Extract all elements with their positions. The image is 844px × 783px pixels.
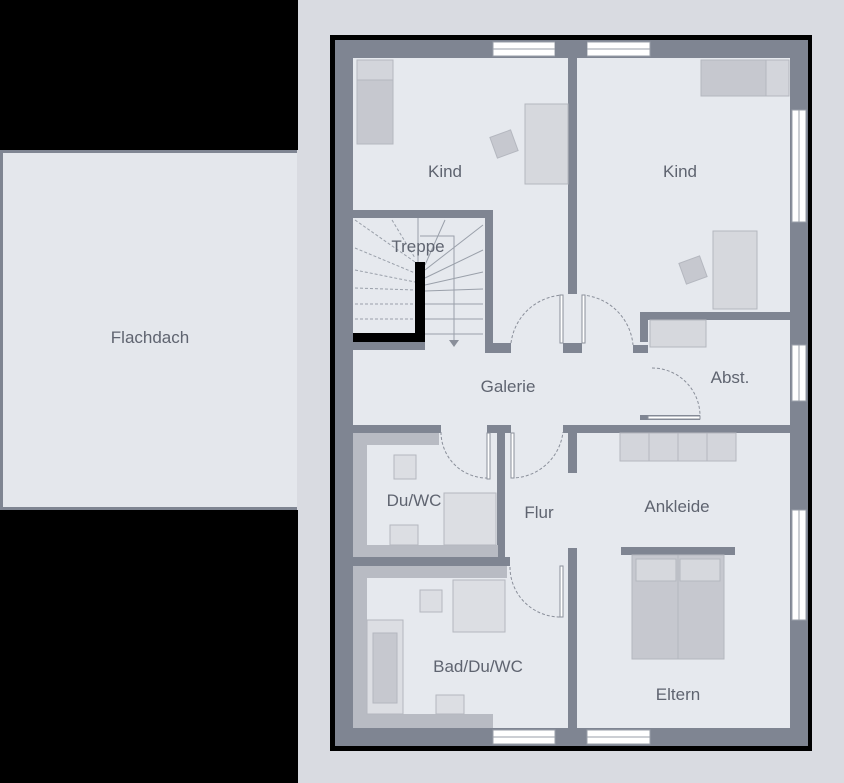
room-label-bad: Bad/Du/WC xyxy=(433,657,523,676)
toilet-bad xyxy=(419,589,443,613)
door-leaves xyxy=(486,294,701,618)
desk-kind-left xyxy=(524,103,569,185)
room-label-flachdach: Flachdach xyxy=(111,328,189,347)
shelf-abst xyxy=(649,319,707,348)
room-label-flur: Flur xyxy=(524,503,554,522)
shower xyxy=(443,492,497,546)
windows xyxy=(492,41,807,745)
flat-roof xyxy=(0,150,335,510)
sink-bad xyxy=(435,694,465,715)
desk-kind-right xyxy=(712,230,758,310)
room-label-kind-right: Kind xyxy=(663,162,697,181)
room-label-abst: Abst. xyxy=(711,368,750,387)
room-label-du-wc: Du/WC xyxy=(387,491,442,510)
doors xyxy=(440,294,701,618)
furniture xyxy=(353,59,790,728)
chair xyxy=(489,129,519,159)
toilet xyxy=(393,454,417,480)
shower-bad xyxy=(452,579,506,633)
room-label-treppe: Treppe xyxy=(391,237,444,256)
room-label-ankleide: Ankleide xyxy=(644,497,709,516)
stair-arrow-icon xyxy=(449,340,459,347)
interior-walls xyxy=(353,58,790,728)
room-label-kind-left: Kind xyxy=(428,162,462,181)
sink xyxy=(389,524,419,546)
staircase xyxy=(353,218,484,350)
room-label-eltern: Eltern xyxy=(656,685,700,704)
pillar xyxy=(555,40,587,58)
room-label-galerie: Galerie xyxy=(481,377,536,396)
